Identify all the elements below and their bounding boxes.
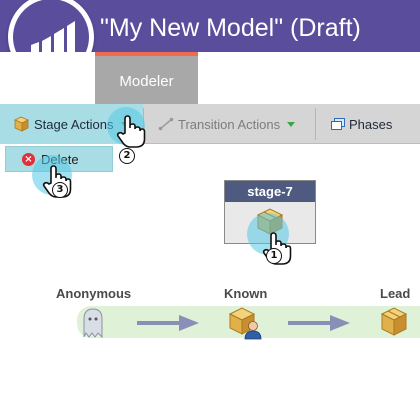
chevron-down-icon xyxy=(287,121,296,127)
stage-box-icon xyxy=(14,116,29,132)
phases-button[interactable]: Phases xyxy=(331,104,392,144)
tab-bar xyxy=(0,52,420,104)
stage-actions-label: Stage Actions xyxy=(34,116,114,132)
arrow-right-icon xyxy=(137,313,201,333)
callout-badge: 1 xyxy=(266,248,282,264)
tab-modeler[interactable]: Modeler xyxy=(95,52,198,104)
flow-stage-label-known: Known xyxy=(224,286,268,301)
phases-icon xyxy=(331,117,345,131)
transition-icon xyxy=(158,117,174,131)
stage-actions-button[interactable]: Stage Actions xyxy=(14,104,129,144)
phases-label: Phases xyxy=(349,116,393,132)
transition-actions-button[interactable]: Transition Actions xyxy=(158,104,296,144)
toolbar-divider xyxy=(315,108,316,140)
page-title: "My New Model" (Draft) xyxy=(100,14,361,42)
ghost-icon[interactable] xyxy=(80,307,106,339)
transition-actions-label: Transition Actions xyxy=(178,116,281,132)
tab-modeler-label: Modeler xyxy=(119,73,174,90)
callout-badge: 2 xyxy=(119,148,135,164)
delete-icon: × xyxy=(22,152,35,166)
hand-cursor-icon xyxy=(116,115,146,149)
stage-node-selected[interactable]: stage-7 xyxy=(224,180,316,244)
known-person-icon[interactable] xyxy=(228,306,264,340)
stage-node-label: stage-7 xyxy=(225,181,315,202)
callout-badge: 3 xyxy=(52,182,68,198)
stage-box-icon[interactable] xyxy=(379,305,409,337)
flow-stage-label-anonymous: Anonymous xyxy=(56,286,132,301)
arrow-right-icon xyxy=(288,313,352,333)
flow-stage-label-lead: Lead xyxy=(380,286,411,301)
